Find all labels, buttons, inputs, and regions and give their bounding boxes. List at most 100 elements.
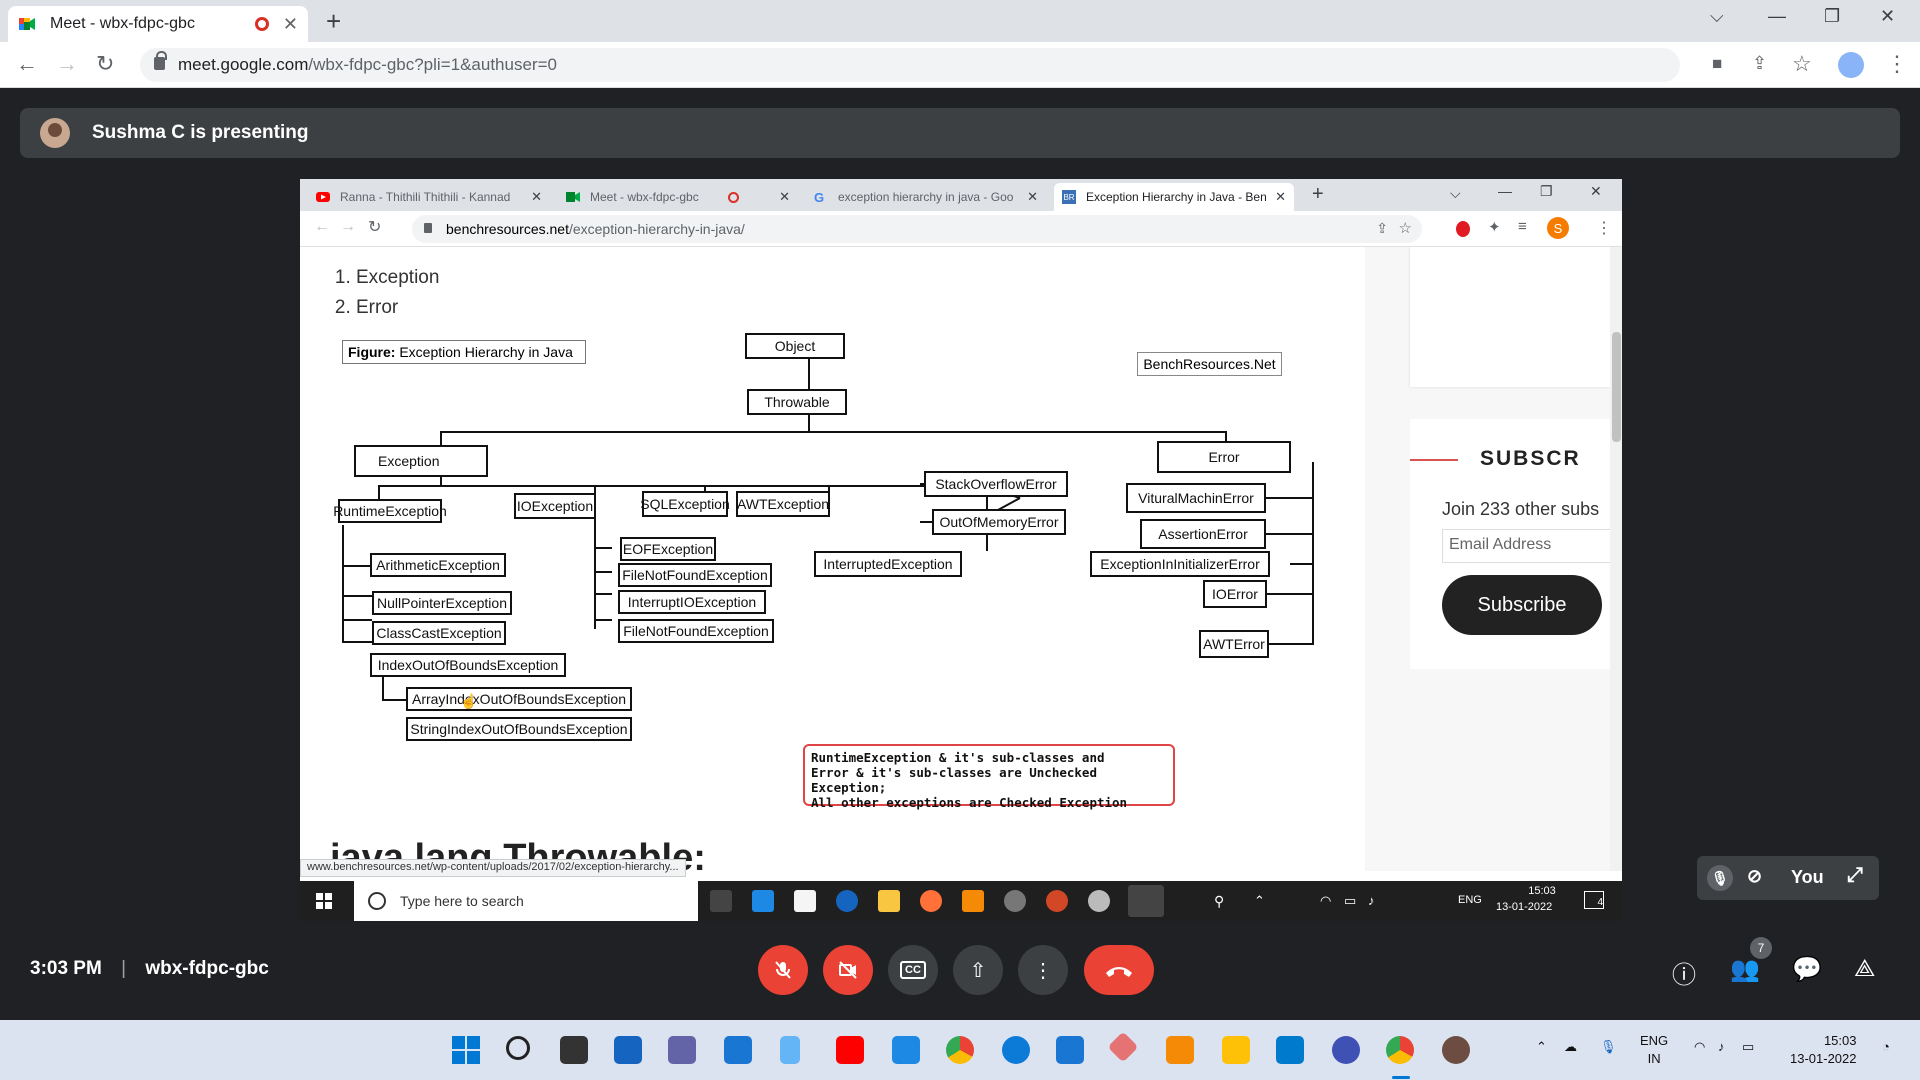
sublime-icon[interactable] <box>1166 1036 1194 1064</box>
notifications-icon[interactable]: ◔ <box>1882 1039 1890 1054</box>
captions-icon: CC <box>900 961 926 979</box>
subscribe-divider <box>1410 459 1458 461</box>
node-awterror: AWTError <box>1199 630 1269 658</box>
teams-chat-icon[interactable] <box>668 1036 696 1064</box>
camera-toggle-button[interactable] <box>823 945 873 995</box>
present-icon: ⇧ <box>969 959 987 982</box>
profile-avatar[interactable] <box>1838 52 1864 78</box>
profile-avatar: S <box>1547 217 1569 239</box>
hangup-icon <box>1106 967 1132 977</box>
widgets-icon[interactable] <box>614 1036 642 1064</box>
back-icon[interactable]: ← <box>16 51 38 76</box>
connector-line <box>594 571 612 573</box>
more-options-button[interactable]: ⋮ <box>1018 945 1068 995</box>
subscribe-button: Subscribe <box>1442 575 1602 635</box>
minimize-button[interactable]: — <box>1768 6 1786 26</box>
leave-call-button[interactable] <box>1084 945 1154 995</box>
windows-start-icon[interactable] <box>452 1036 480 1064</box>
calendar-icon[interactable] <box>724 1036 752 1064</box>
shared-tab-title: Exception Hierarchy in Java - Ben <box>1086 190 1267 204</box>
meet-favicon-icon <box>566 190 580 204</box>
youtube-icon[interactable] <box>836 1036 864 1064</box>
opera-extension-icon <box>1456 221 1470 237</box>
task-view-icon[interactable] <box>560 1036 588 1064</box>
gear-icon <box>1088 890 1110 912</box>
chrome-active-icon[interactable] <box>1386 1036 1414 1064</box>
expand-icon[interactable]: ⤢ <box>1847 864 1863 886</box>
mic-off-icon: 🎙 <box>1707 865 1733 891</box>
close-window-button[interactable]: ✕ <box>1880 6 1896 26</box>
forward-icon[interactable]: → <box>56 51 78 76</box>
mail-icon[interactable] <box>892 1036 920 1064</box>
camera-off-icon <box>839 961 857 979</box>
close-tab-icon: ✕ <box>531 189 542 204</box>
close-tab-icon: ✕ <box>1027 189 1038 204</box>
node-nullpointer-exception: NullPointerException <box>372 591 512 615</box>
captions-button[interactable]: CC <box>888 945 938 995</box>
chat-icon[interactable]: 💬 <box>1792 956 1822 983</box>
volume-icon: ♪ <box>1368 893 1375 908</box>
node-object: Object <box>745 333 845 359</box>
people-icon[interactable]: 👥 <box>1730 956 1760 983</box>
phone-link-icon[interactable] <box>780 1036 800 1064</box>
note-line: All other exceptions are Checked Excepti… <box>811 795 1128 810</box>
edge-icon[interactable] <box>1002 1036 1030 1064</box>
figure-caption-bold: Figure: <box>348 344 396 360</box>
tray-clock[interactable]: 15:03 13-01-2022 <box>1790 1032 1857 1068</box>
status-url: www.benchresources.net/wp-content/upload… <box>300 859 686 877</box>
connector-line <box>382 653 384 701</box>
volume-icon[interactable]: ♪ <box>1718 1039 1725 1054</box>
search-icon[interactable] <box>506 1036 530 1060</box>
people-icon: ⚲ <box>1214 893 1225 909</box>
remote-desktop-icon[interactable] <box>1056 1036 1084 1064</box>
activities-icon[interactable]: ⟁ <box>1854 955 1876 982</box>
tray-chevron-icon[interactable]: ⌃ <box>1536 1039 1547 1054</box>
reload-icon[interactable]: ↻ <box>96 51 115 76</box>
app-icon[interactable] <box>1332 1036 1360 1064</box>
lock-icon <box>154 51 167 70</box>
connector-line <box>808 413 810 433</box>
app-icon[interactable] <box>1222 1036 1250 1064</box>
notification-count: 4 <box>1584 891 1604 909</box>
node-sqlexception: SQLException <box>640 491 730 517</box>
share-icon[interactable]: ⇪ <box>1752 53 1768 73</box>
tray-language[interactable]: ENG IN <box>1640 1032 1668 1068</box>
onedrive-icon[interactable]: ☁ <box>1564 1039 1577 1054</box>
camera-icon[interactable]: ■ <box>1712 54 1723 73</box>
minimize-icon: — <box>1498 183 1512 199</box>
active-indicator <box>1392 1076 1410 1079</box>
battery-icon[interactable]: ▭ <box>1742 1039 1755 1054</box>
tray-date: 13-01-2022 <box>1496 901 1553 913</box>
address-bar[interactable]: meet.google.com/wbx-fdpc-gbc?pli=1&authu… <box>140 48 1680 82</box>
app-icon[interactable] <box>1107 1031 1139 1063</box>
join-text: Join 233 other subs <box>1442 499 1600 519</box>
wifi-icon: ◠ <box>1320 893 1332 908</box>
tab-search-chevron-icon[interactable]: ⌵ <box>1710 6 1724 26</box>
menu-kebab-icon[interactable]: ⋮ <box>1886 51 1908 76</box>
present-button[interactable]: ⇧ <box>953 945 1003 995</box>
connector-line <box>378 485 988 487</box>
brand-label: BenchResources.Net <box>1137 352 1282 376</box>
wifi-icon[interactable]: ◠ <box>1694 1039 1706 1054</box>
vscode-icon[interactable] <box>1276 1036 1304 1064</box>
browser-tab-meet[interactable]: Meet - wbx-fdpc-gbc ✕ <box>8 6 308 42</box>
new-tab-button[interactable]: + <box>326 6 342 36</box>
firefox-icon <box>920 890 942 912</box>
mic-toggle-button[interactable] <box>758 945 808 995</box>
url-host: benchresources.net <box>446 221 569 237</box>
node-stackoverflow-error: StackOverflowError <box>924 471 1068 497</box>
maximize-button[interactable]: ❐ <box>1824 6 1841 26</box>
close-tab-icon[interactable]: ✕ <box>282 13 298 34</box>
bookmark-star-icon[interactable]: ☆ <box>1792 51 1812 76</box>
tray-chevron-icon: ⌃ <box>1254 893 1265 908</box>
self-view-tile[interactable]: 🎙 ⊘ You ⤢ <box>1697 856 1879 900</box>
meet-favicon-icon <box>18 15 36 33</box>
node-filenotfound-exception-2: FileNotFoundException <box>618 619 774 643</box>
list-item: Exception <box>356 263 439 293</box>
meeting-details-icon[interactable]: ⓘ <box>1672 962 1696 989</box>
app-icon[interactable] <box>1442 1036 1470 1064</box>
chrome-icon[interactable] <box>946 1036 974 1064</box>
mic-icon[interactable]: 🎙 <box>1600 1039 1617 1054</box>
shared-tab-google: G exception hierarchy in java - Goo ✕ <box>806 183 1046 211</box>
close-tab-icon: ✕ <box>779 189 790 204</box>
